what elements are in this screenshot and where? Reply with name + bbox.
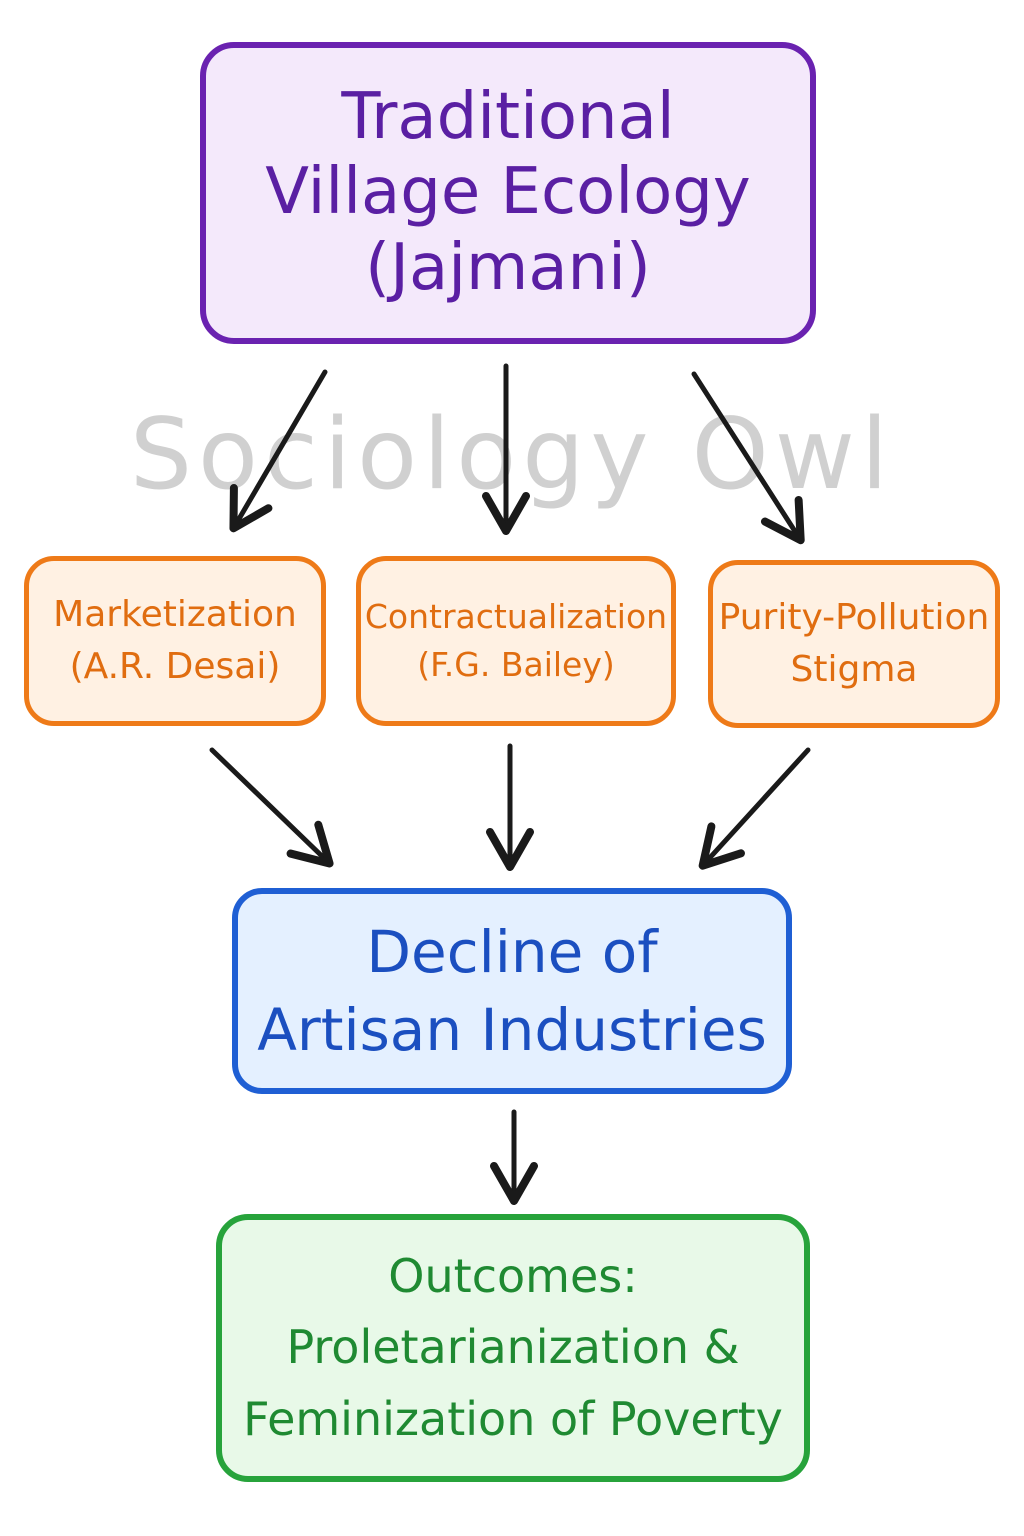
arrow-top-to-marketization (229, 369, 328, 533)
arrow-marketization-to-decline (209, 747, 334, 868)
node-decline-of-artisan-industries: Decline of Artisan Industries (232, 888, 792, 1094)
node-label-line: (F.G. Bailey) (417, 645, 615, 684)
node-label-line: Village Ecology (265, 155, 751, 230)
node-label-line: (A.R. Desai) (69, 646, 281, 687)
node-label-line: Artisan Industries (257, 996, 767, 1064)
node-label-line: Decline of (366, 917, 658, 986)
watermark-text: Sociology Owl (129, 398, 895, 512)
node-label-line: (Jajmani) (365, 230, 651, 305)
arrow-purity-pollution-to-decline (698, 747, 811, 870)
node-label-line: Purity-Pollution (718, 596, 990, 638)
node-purity-pollution-stigma: Purity-Pollution Stigma (708, 560, 1000, 728)
node-contractualization: Contractualization (F.G. Bailey) (356, 556, 676, 726)
arrow-top-to-purity-pollution (691, 371, 805, 545)
node-label-line: Contractualization (364, 597, 668, 637)
node-marketization: Marketization (A.R. Desai) (24, 556, 326, 726)
node-label-line: Stigma (790, 649, 918, 690)
node-label-line: Marketization (53, 593, 297, 635)
node-label-line: Outcomes: (388, 1249, 638, 1304)
node-traditional-village-ecology: Traditional Village Ecology (Jajmani) (200, 42, 816, 344)
node-label-line: Feminization of Poverty (243, 1391, 783, 1446)
node-label-line: Proletarianization & (286, 1320, 740, 1375)
node-label-line: Traditional (341, 79, 675, 154)
node-outcomes: Outcomes: Proletarianization & Feminizat… (216, 1214, 810, 1482)
